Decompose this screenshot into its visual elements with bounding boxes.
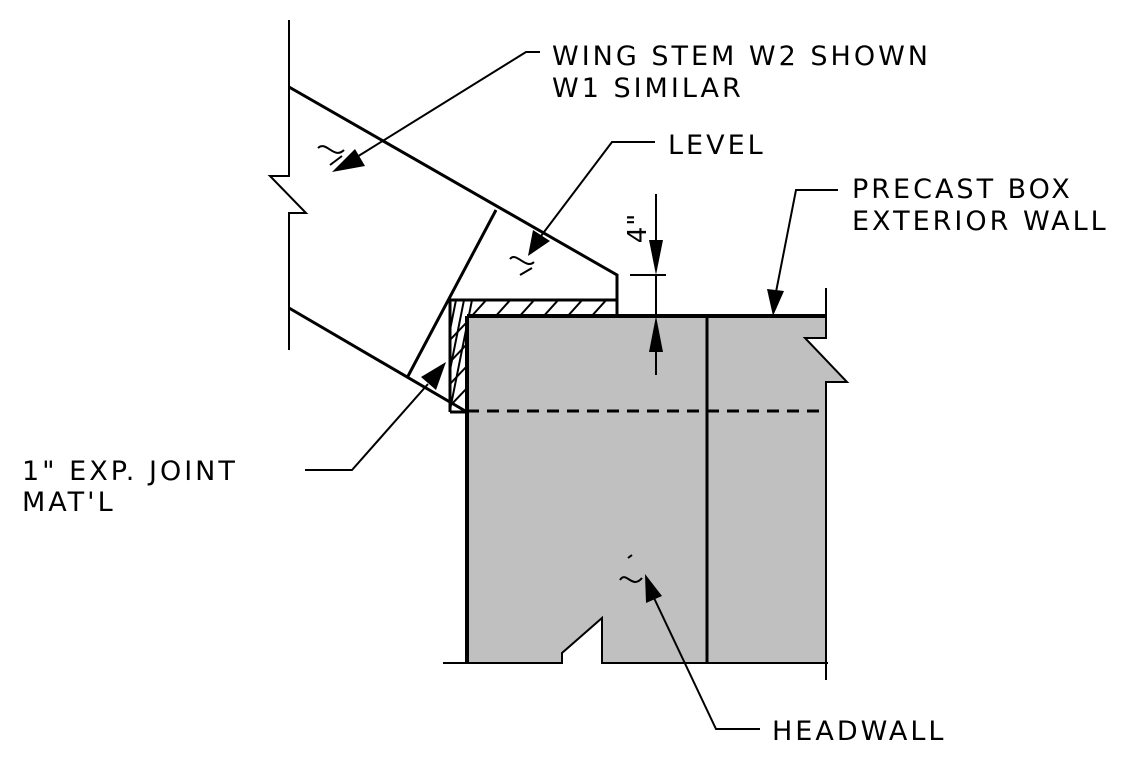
headwall-arrowhead (645, 574, 662, 603)
wing-left-break-line (267, 20, 309, 350)
headwall-leader (653, 597, 760, 730)
wing-stem-arrowhead (332, 149, 365, 172)
headwall-label: HEADWALL (772, 716, 946, 747)
headwall-bottom-break-line (443, 615, 828, 664)
wing-upper-edge (288, 85, 619, 300)
expansion-joint-callout: 1" EXP. JOINT MAT'L (22, 362, 446, 518)
wing-stem-label-line2: W1 SIMILAR (552, 73, 744, 104)
dim-arrow-down (649, 240, 663, 275)
joint-outline (448, 298, 619, 412)
joint-leader (305, 383, 429, 471)
wing-wall (267, 20, 619, 414)
box-right-break-line (802, 288, 850, 680)
level-label: LEVEL (668, 130, 766, 161)
wing-stem-label-line1: WING STEM W2 SHOWN (552, 41, 931, 72)
wing-end-face (405, 209, 498, 379)
headwall-callout: HEADWALL (645, 574, 946, 747)
dimension-text: 4" (623, 213, 653, 244)
dimension-4in: 4" (623, 194, 666, 375)
precast-arrowhead (767, 289, 784, 316)
joint-label-line2: MAT'L (22, 487, 116, 518)
expansion-joint-material (448, 298, 619, 414)
wing-stem-callout: WING STEM W2 SHOWN W1 SIMILAR (332, 41, 931, 172)
concrete-symbol-wing (317, 145, 345, 166)
level-leader (537, 141, 655, 241)
precast-leader (775, 189, 838, 293)
concrete-symbol-headwall (619, 554, 643, 583)
wing-stem-leader (351, 51, 540, 161)
precast-label-line1: PRECAST BOX (852, 174, 1073, 205)
level-arrowhead (528, 230, 550, 256)
precast-label-line2: EXTERIOR WALL (852, 206, 1109, 237)
headwall-block (443, 288, 850, 680)
joint-label-line1: 1" EXP. JOINT (22, 456, 238, 487)
concrete-symbol-wing-end (509, 256, 535, 276)
headwall-fill (467, 316, 847, 663)
wing-lower-edge (288, 306, 468, 414)
precast-box-callout: PRECAST BOX EXTERIOR WALL (767, 174, 1109, 316)
level-callout: LEVEL (528, 130, 766, 256)
dim-arrow-up (649, 316, 663, 352)
joint-arrowhead (421, 362, 446, 390)
